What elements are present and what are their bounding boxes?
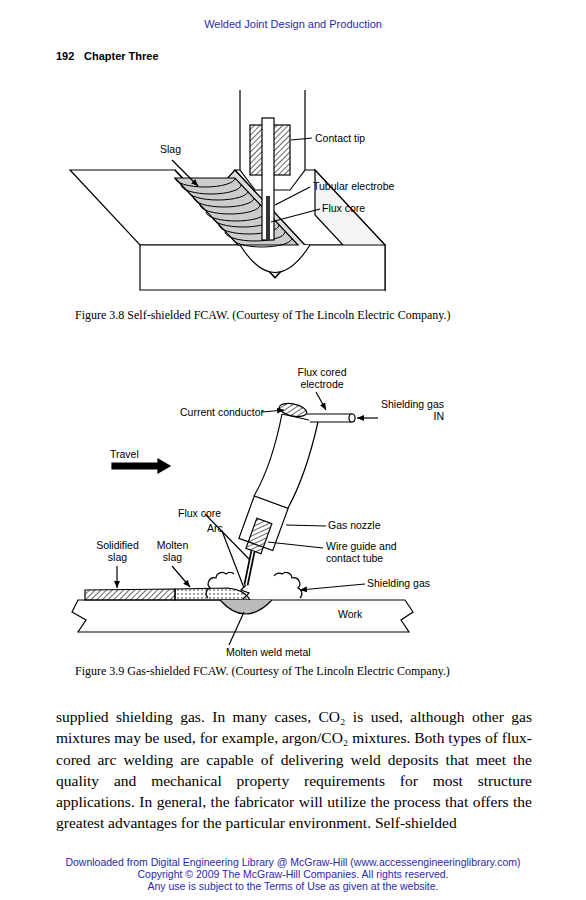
leader-line xyxy=(291,138,312,140)
plate-front-face xyxy=(140,245,385,290)
solidified-slag xyxy=(85,589,175,600)
leader-arrow xyxy=(172,566,190,587)
contact-tube xyxy=(246,518,272,554)
gun-body xyxy=(288,422,318,508)
flux-core xyxy=(266,196,270,240)
travel-arrow xyxy=(112,459,170,473)
callout-label: Contact tip xyxy=(315,132,365,144)
callout-label: Tubular electrobe xyxy=(313,180,394,192)
callout-label: Gas nozzle xyxy=(328,519,381,531)
figure-caption: Figure 3.9 Gas-shielded FCAW. (Courtesy … xyxy=(75,664,505,680)
running-header: Welded Joint Design and Production xyxy=(0,18,586,30)
callout-label: Shielding gas IN xyxy=(372,398,444,422)
leader-arrow xyxy=(316,392,326,410)
callout-label: Shielding gas xyxy=(367,577,430,589)
gas-cloud xyxy=(274,572,302,598)
molten-slag xyxy=(175,588,250,600)
callout-label: Slag xyxy=(160,143,181,155)
leader-line xyxy=(286,525,326,526)
callout-label: Travel xyxy=(110,448,139,460)
figure-caption: Figure 3.8 Self-shielded FCAW. (Courtesy… xyxy=(75,308,505,324)
footer-line: Any use is subject to the Terms of Use a… xyxy=(0,880,586,892)
callout-label: Current conductor xyxy=(180,406,264,418)
callout-label: Flux cored electrode xyxy=(283,366,361,390)
molten-weld-metal xyxy=(220,600,272,614)
hose-end xyxy=(349,414,355,422)
callout-label: Flux core xyxy=(178,507,221,519)
leader-arrow xyxy=(172,160,198,186)
callout-label: Molten weld metal xyxy=(226,646,311,658)
callout-label: Solidified slag xyxy=(90,539,145,563)
leader-line xyxy=(268,542,323,548)
footer-line: Copyright © 2009 The McGraw-Hill Compani… xyxy=(0,868,586,880)
leader-line xyxy=(271,209,320,222)
flux-core-line xyxy=(246,551,253,585)
callout-label: Flux core xyxy=(322,202,365,214)
electrode xyxy=(246,551,253,585)
leader-line xyxy=(205,514,250,560)
gas-cloud xyxy=(206,572,234,598)
nozzle-group xyxy=(237,496,289,557)
arc xyxy=(241,585,249,599)
callout-label: Molten slag xyxy=(150,539,195,563)
leader-arrow xyxy=(262,410,284,412)
footer-line: Downloaded from Digital Engineering Libr… xyxy=(0,856,586,868)
leader-line xyxy=(275,187,310,205)
leader-arrow xyxy=(116,566,117,588)
leader-line xyxy=(222,531,244,588)
weld-penetration xyxy=(240,245,310,273)
gun-body xyxy=(254,414,282,496)
page-number: 192 xyxy=(56,50,74,62)
body-text: supplied shielding gas. In many cases, C… xyxy=(56,706,532,834)
callout-label: Work xyxy=(338,608,362,620)
leader-arrow xyxy=(300,584,365,590)
callout-label: Wire guide and contact tube xyxy=(326,540,421,564)
gas-shielded-figure xyxy=(72,392,413,645)
chapter-title: Chapter Three xyxy=(84,50,159,62)
gas-in-arrow xyxy=(357,417,378,418)
leader-line xyxy=(229,612,244,645)
callout-label: Arc xyxy=(207,522,223,534)
gas-hose xyxy=(306,414,352,422)
